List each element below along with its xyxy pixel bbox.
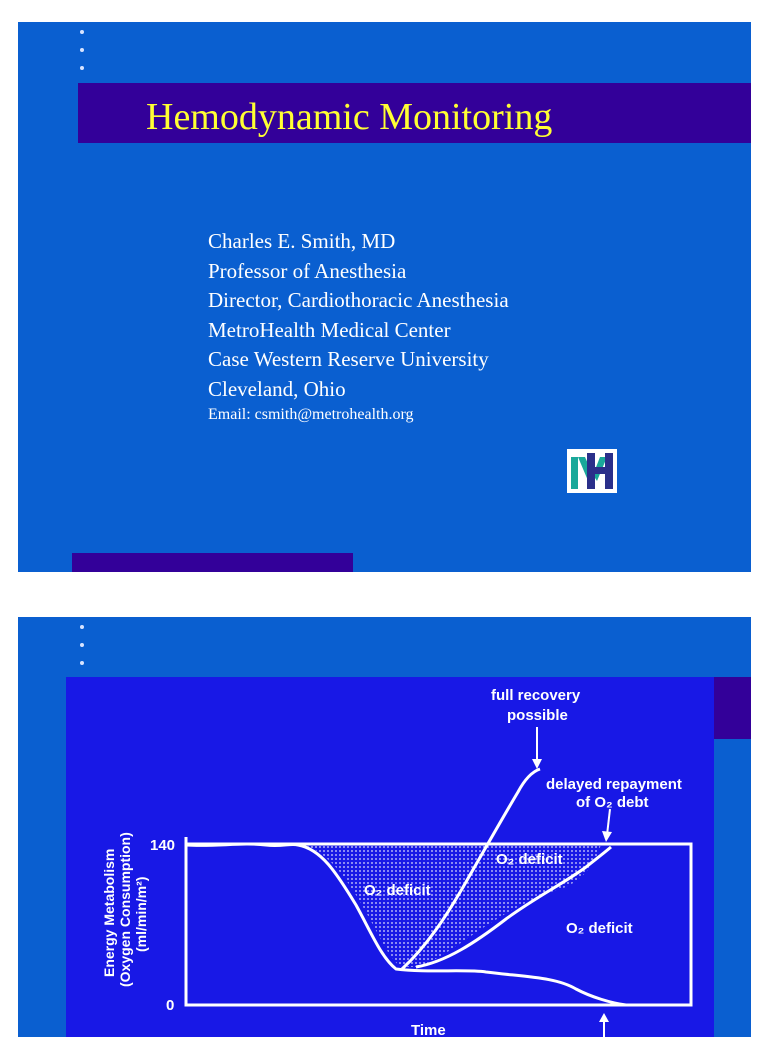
consumption-curve xyxy=(185,842,627,1007)
author-line: MetroHealth Medical Center xyxy=(208,317,451,342)
metrohealth-logo-icon xyxy=(567,449,617,493)
label-deficit-mid: O₂ deficit xyxy=(496,851,563,868)
graph-slide: full recovery possible delayed repayment… xyxy=(18,617,751,1037)
annotation-delayed-line2: of O₂ debt xyxy=(576,794,649,811)
author-line: Director, Cardiothoracic Anesthesia xyxy=(208,288,509,312)
ytick-0: 0 xyxy=(166,997,174,1014)
deficit-stipple-region xyxy=(296,844,601,967)
y-axis-label-line2: (Oxygen Consumption) xyxy=(117,832,133,987)
y-axis-label-line3: (ml/min/m²) xyxy=(133,877,149,952)
side-band xyxy=(714,677,751,739)
author-line: Case Western Reserve University xyxy=(208,347,489,371)
title-band xyxy=(78,83,751,143)
annotation-full-recovery-line1: full recovery xyxy=(491,687,581,704)
decorative-dots-horizontal xyxy=(382,563,751,572)
decorative-dots-vertical xyxy=(80,625,84,679)
author-line: Professor of Anesthesia xyxy=(208,258,407,283)
annotation-full-recovery-line2: possible xyxy=(507,707,568,724)
author-line: Charles E. Smith, MD xyxy=(208,229,396,253)
title-slide: Hemodynamic Monitoring Charles E. Smith,… xyxy=(18,22,751,572)
delayed-repayment-arrow xyxy=(606,808,611,836)
footer-band xyxy=(72,553,353,572)
label-deficit-right: O₂ deficit xyxy=(566,920,633,937)
ytick-140: 140 xyxy=(150,837,175,854)
decorative-dots-vertical xyxy=(80,30,84,84)
x-axis-label: Time xyxy=(411,1022,446,1037)
annotation-delayed-line1: delayed repayment xyxy=(546,776,682,793)
label-deficit-left: O₂ deficit xyxy=(364,882,431,899)
full-recovery-curve xyxy=(400,767,541,971)
y-axis-label-line1: Energy Metabolism xyxy=(101,849,117,977)
slide-title: Hemodynamic Monitoring xyxy=(146,96,553,138)
author-block: Charles E. Smith, MD Professor of Anesth… xyxy=(208,227,509,426)
author-email: Email: csmith@metrohealth.org xyxy=(208,406,414,423)
author-line: Cleveland, Ohio xyxy=(208,376,346,401)
delayed-repayment-curve xyxy=(415,845,612,969)
oxygen-deficit-graph: full recovery possible delayed repayment… xyxy=(66,677,714,1037)
